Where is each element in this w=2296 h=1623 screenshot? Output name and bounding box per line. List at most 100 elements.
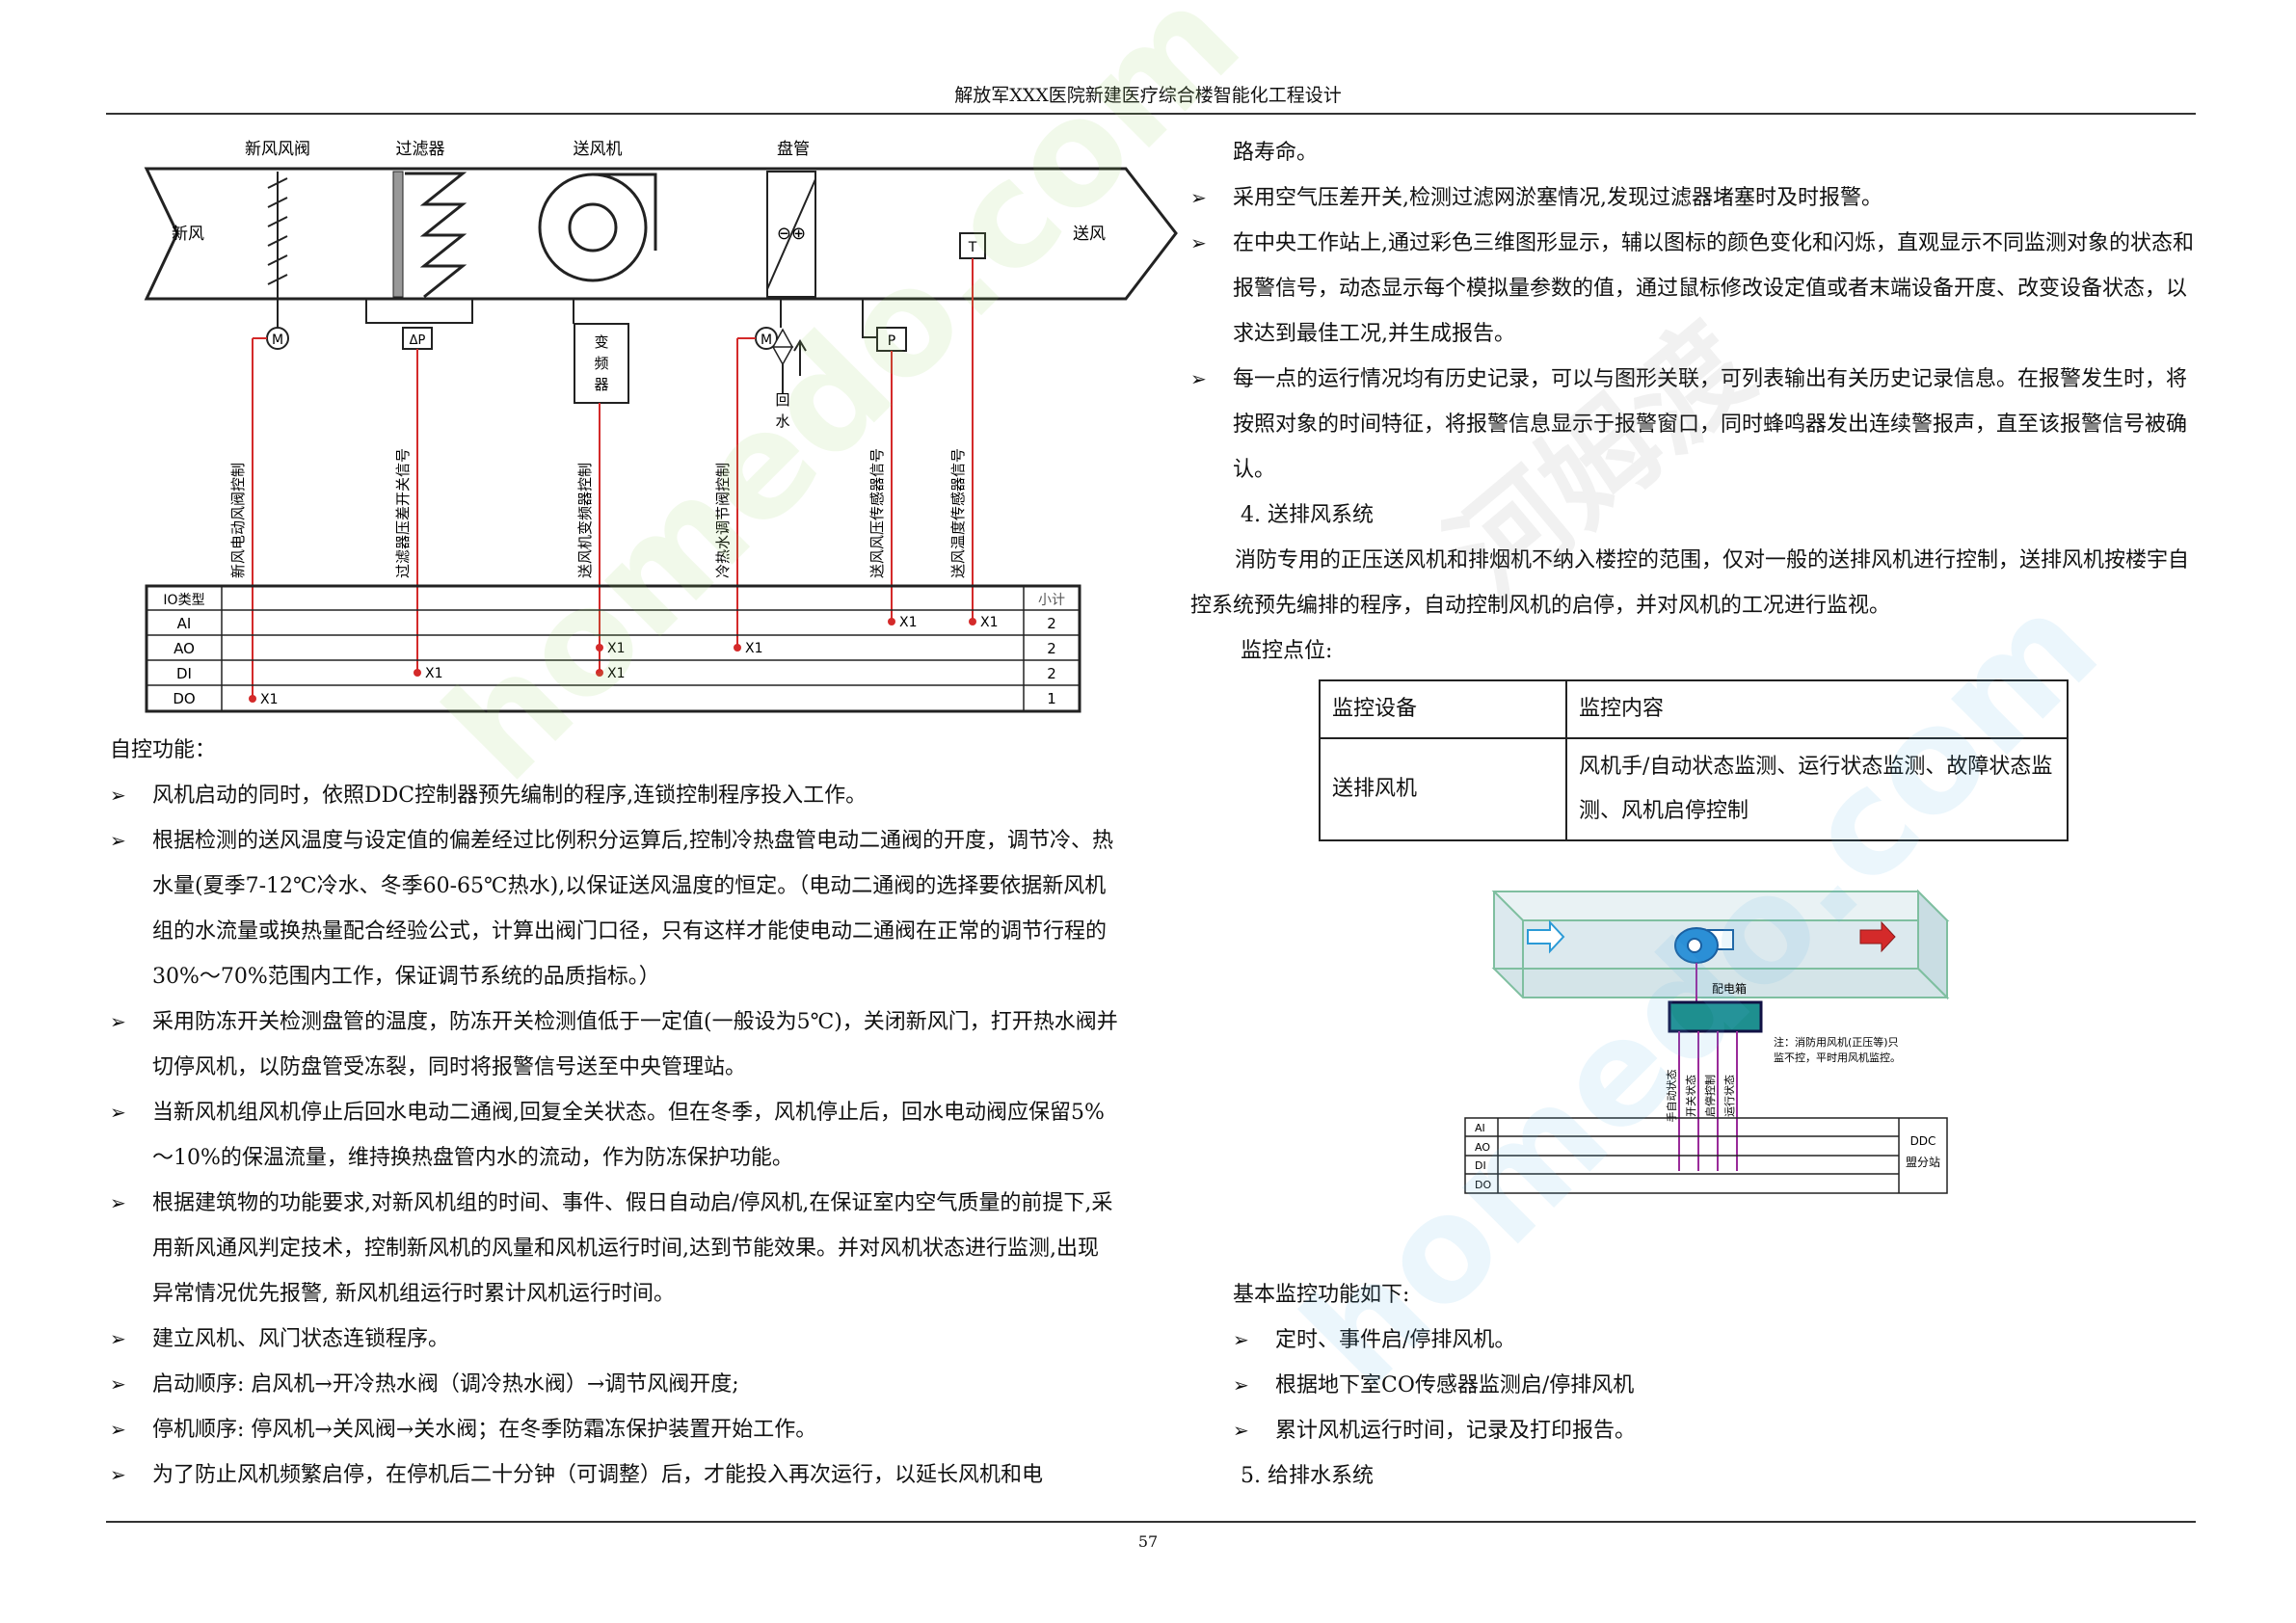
label-fresh-air-inlet: 新风 — [172, 225, 204, 244]
io-header: IO类型 — [163, 593, 204, 608]
bullet-item: ➢定时、事件启/停排风机。 — [1233, 1317, 2198, 1363]
bullet-item: ➢每一点的运行情况均有历史记录，可以与图形关联，可列表输出有关历史记录信息。在报… — [1190, 357, 2198, 492]
signal-label-pressure: 送风风压传感器信号 — [868, 448, 886, 578]
point-ai-temp: X1 — [980, 615, 999, 630]
bullet-item: ➢停机顺序: 停风机→关风阀→关水阀；在冬季防霜冻保护装置开始工作。 — [110, 1407, 1118, 1452]
exhaust-fan-diagram: 配电箱 手自动状态 开关状态 启停控制 运行状态 注：消防用风机(正压等)只监不… — [1464, 889, 1950, 1194]
auto-control-heading: 自控功能： — [110, 738, 217, 762]
table-cell-device: 送排风机 — [1319, 737, 1567, 841]
bullet-item: ➢根据建筑物的功能要求,对新风机组的时间、事件、假日自动启/停风机,在保证室内空… — [110, 1181, 1118, 1317]
pressure-sensor-symbol: P — [888, 333, 895, 349]
io-type-ai-2: AI — [1475, 1122, 1485, 1134]
bullet-item: ➢风机启动的同时，依照DDC控制器预先编制的程序,连锁控制程序投入工作。 — [110, 773, 1118, 818]
label-filter: 过滤器 — [396, 140, 445, 159]
page-number: 57 — [1137, 1532, 1159, 1551]
arrow-bullet-icon: ➢ — [110, 1101, 126, 1124]
io-type-do: DO — [173, 690, 195, 707]
label-supply-fan: 送风机 — [574, 140, 623, 159]
arrow-bullet-icon: ➢ — [110, 1191, 126, 1214]
ddc-label: DDC — [1910, 1134, 1936, 1148]
distribution-box-label: 配电箱 — [1712, 981, 1747, 996]
arrow-bullet-icon: ➢ — [110, 1327, 126, 1350]
bullet-item: ➢根据检测的送风温度与设定值的偏差经过比例积分运算后,控制冷热盘管电动二通阀的开… — [110, 818, 1118, 999]
signal-label-valve: 冷热水调节阀控制 — [714, 463, 732, 578]
fresh-air-unit-diagram: 新风风阀 过滤器 送风机 盘管 新风 送风 M ΔP 变频器 ⊖⊕ M 回水 P… — [144, 140, 1178, 713]
bullet-item: ➢启动顺序: 启风机→开冷热水阀（调冷热水阀）→调节风阀开度; — [110, 1362, 1118, 1407]
signal-label-damper: 新风电动风阀控制 — [229, 463, 247, 578]
right-column-bottom: 基本监控功能如下: ➢定时、事件启/停排风机。 ➢根据地下室CO传感器监测启/停… — [1190, 1272, 2198, 1499]
label-supply-air-outlet: 送风 — [1073, 225, 1106, 244]
io-total-ai: 2 — [1047, 615, 1056, 632]
io-total-header: 小计 — [1038, 593, 1065, 608]
point-ao-vfd: X1 — [607, 641, 626, 656]
table-cell-content: 风机手/自动状态监测、运行状态监测、故障状态监测、风机启停控制 — [1565, 737, 2069, 841]
point-di-fan: X1 — [607, 666, 626, 681]
io-type-di: DI — [176, 665, 192, 682]
arrow-bullet-icon: ➢ — [1233, 1328, 1249, 1351]
bullet-item: ➢在中央工作站上,通过彩色三维图形显示，辅以图标的颜色变化和闪烁，直观显示不同监… — [1190, 221, 2198, 357]
label-fresh-air-damper: 新风风阀 — [245, 140, 310, 159]
arrow-bullet-icon: ➢ — [1190, 367, 1207, 390]
section-4-heading: 4. 送排风系统 — [1241, 503, 1374, 527]
signal-label-start-stop: 启停控制 — [1703, 1075, 1717, 1117]
monitoring-points-label: 监控点位: — [1241, 639, 1333, 663]
svg-text:M: M — [272, 333, 283, 348]
arrow-bullet-icon: ➢ — [110, 1372, 126, 1396]
page-header-title: 解放军XXX医院新建医疗综合楼智能化工程设计 — [954, 85, 1342, 106]
monitoring-table: 监控设备 监控内容 送排风机 风机手/自动状态监测、运行状态监测、故障状态监测、… — [1319, 679, 2069, 841]
bullet-item: ➢采用防冻开关检测盘管的温度，防冻开关检测值低于一定值(一般设为5℃)，关闭新风… — [110, 999, 1118, 1090]
table-header-content: 监控内容 — [1565, 679, 2069, 739]
right-column-top: 路寿命。 ➢采用空气压差开关,检测过滤网淤塞情况,发现过滤器堵塞时及时报警。 ➢… — [1190, 130, 2198, 674]
arrow-bullet-icon: ➢ — [110, 829, 126, 852]
bullet-item: ➢根据地下室CO传感器监测启/停排风机 — [1233, 1363, 2198, 1408]
basic-functions-title: 基本监控功能如下: — [1233, 1283, 1410, 1307]
point-ao-valve: X1 — [745, 641, 763, 656]
footer-rule — [106, 1521, 2196, 1523]
section-4-paragraph: 消防专用的正压送风机和排烟机不纳入楼控的范围，仅对一般的送排风机进行控制，送排风… — [1190, 548, 2190, 618]
arrow-bullet-icon: ➢ — [110, 1418, 126, 1441]
coil-symbols: ⊖⊕ — [777, 224, 806, 244]
signal-label-filter: 过滤器压差开关信号 — [394, 448, 412, 578]
io-type-do-2: DO — [1475, 1179, 1491, 1191]
signal-label-running: 运行状态 — [1722, 1075, 1736, 1117]
point-di-filter: X1 — [425, 666, 443, 681]
arrow-bullet-icon: ➢ — [1190, 186, 1207, 209]
io-type-ai: AI — [177, 615, 192, 632]
io-total-di: 2 — [1047, 665, 1056, 682]
io-type-ao-2: AO — [1475, 1141, 1490, 1154]
arrow-bullet-icon: ➢ — [1190, 231, 1207, 254]
table-header-device: 监控设备 — [1319, 679, 1567, 739]
return-water-label: 回水 — [775, 391, 789, 430]
arrow-bullet-icon: ➢ — [110, 1010, 126, 1033]
io-total-do: 1 — [1047, 690, 1056, 707]
point-do-damper: X1 — [260, 692, 279, 707]
io-table — [145, 584, 1081, 713]
point-ai-pressure: X1 — [899, 615, 918, 630]
label-coil: 盘管 — [777, 140, 810, 159]
section-5-heading: 5. 给排水系统 — [1241, 1464, 1374, 1488]
arrow-bullet-icon: ➢ — [110, 784, 126, 807]
vfd-label: 变频器 — [594, 333, 608, 393]
io-type-di-2: DI — [1475, 1159, 1486, 1172]
bullet-item: ➢为了防止风机频繁启停，在停机后二十分钟（可调整）后，才能投入再次运行，以延长风… — [110, 1452, 1118, 1498]
signal-label-hand-auto: 手自动状态 — [1665, 1070, 1678, 1123]
signal-label-vfd: 送风机变频器控制 — [576, 463, 594, 578]
bullet-item: ➢累计风机运行时间，记录及打印报告。 — [1233, 1408, 2198, 1453]
arrow-bullet-icon: ➢ — [1233, 1373, 1249, 1397]
ddc-sub-label: 盟分站 — [1906, 1156, 1940, 1169]
bullet-item: ➢建立风机、风门状态连锁程序。 — [110, 1317, 1118, 1362]
exhaust-note: 注：消防用风机(正压等)只监不控，平时用风机监控。 — [1774, 1035, 1901, 1064]
continued-line: 路寿命。 — [1233, 141, 1319, 165]
signal-label-temp: 送风温度传感器信号 — [949, 448, 967, 578]
bullet-item: ➢采用空气压差开关,检测过滤网淤塞情况,发现过滤器堵塞时及时报警。 — [1190, 175, 2198, 221]
arrow-bullet-icon: ➢ — [110, 1463, 126, 1486]
temp-sensor-symbol: T — [968, 240, 977, 255]
io-total-ao: 2 — [1047, 640, 1056, 657]
svg-text:M: M — [761, 333, 772, 348]
left-column: 自控功能： ➢风机启动的同时，依照DDC控制器预先编制的程序,连锁控制程序投入工… — [110, 728, 1118, 1498]
header-rule — [106, 113, 2196, 115]
arrow-bullet-icon: ➢ — [1233, 1419, 1249, 1442]
filter-dp-symbol: ΔP — [410, 333, 426, 348]
signal-label-switch: 开关状态 — [1684, 1075, 1697, 1117]
io-type-ao: AO — [174, 640, 195, 657]
